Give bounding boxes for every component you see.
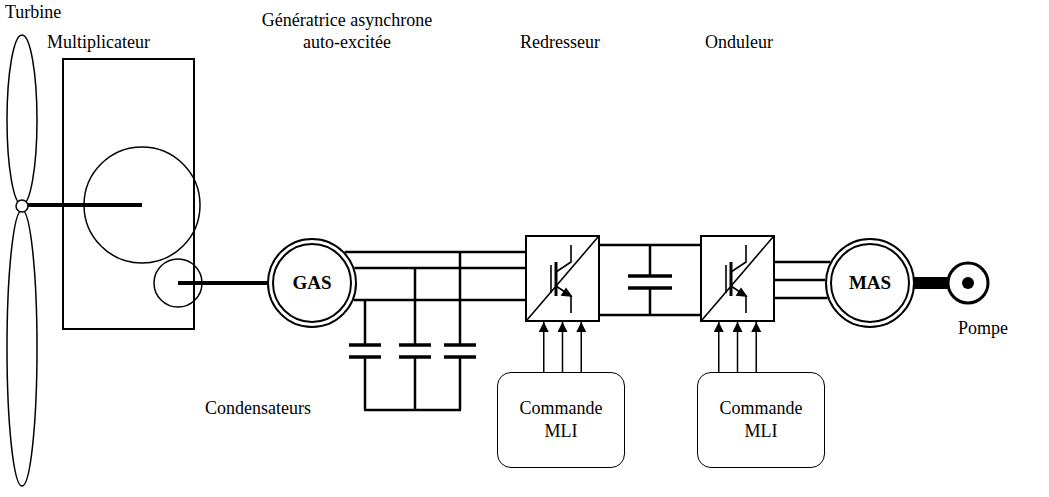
connector-line (756, 322, 758, 372)
capacitor-bank (349, 252, 476, 410)
connector-line (737, 322, 739, 372)
capacitor-plate (349, 343, 381, 347)
block-label: GAS (292, 272, 331, 295)
wire (459, 252, 462, 345)
gear-wheel (84, 147, 200, 263)
wire (459, 357, 462, 410)
part-label: Turbine (5, 2, 61, 24)
block-heading: Redresseur (520, 32, 600, 54)
connector-line (354, 267, 525, 270)
wire (649, 288, 652, 315)
wire (649, 245, 652, 276)
turbine-shaft (22, 203, 142, 207)
wire (364, 357, 367, 410)
turbine-blade (7, 210, 37, 486)
connector-line (543, 322, 545, 372)
gearbox-box: Multiplicateur (62, 58, 195, 330)
wire (364, 300, 367, 345)
block-label: MAS (849, 272, 891, 295)
turbine-hub (16, 200, 28, 212)
capacitor-plate (628, 274, 672, 278)
connector-line (600, 244, 700, 247)
wire (364, 409, 461, 412)
control-signal (544, 322, 582, 372)
block-label: Commande MLI (720, 397, 803, 444)
connector-line (195, 281, 267, 285)
generator-circle: Génératrice asynchrone auto-excitéeGAS (267, 238, 357, 328)
power-line (600, 245, 700, 315)
pump-shaft (914, 277, 948, 289)
inverter-box: Onduleur (700, 235, 775, 322)
motor-circle: MAS (825, 238, 915, 328)
pump-hub (962, 277, 974, 289)
connector-line (345, 251, 525, 254)
turbine-blade (7, 35, 37, 205)
pump-body (948, 263, 988, 303)
connector-line (718, 322, 720, 372)
wire (414, 357, 417, 410)
connector-line (354, 299, 525, 302)
dc-capacitor (628, 245, 672, 315)
rectifier-box: Redresseur (525, 235, 600, 322)
control-signal (719, 322, 757, 372)
connector-line (581, 322, 583, 372)
power-line (195, 283, 267, 284)
wire (414, 268, 417, 345)
igbt-symbol (702, 237, 773, 320)
block-heading: Onduleur (705, 32, 773, 54)
control-box: Commande MLI (697, 372, 825, 468)
part-label: Pompe (958, 318, 1008, 340)
control-box: Commande MLI (497, 372, 625, 468)
connector-line (600, 314, 700, 317)
igbt-symbol (527, 237, 598, 320)
power-line (775, 262, 830, 298)
part-label: Condensateurs (205, 398, 311, 420)
block-heading: Génératrice asynchrone auto-excitée (247, 10, 447, 53)
block-label: Commande MLI (520, 397, 603, 444)
capacitor-plate (399, 343, 431, 347)
connector-line (775, 297, 828, 300)
connector-line (775, 261, 830, 264)
connector-line (775, 279, 825, 282)
block-heading: Multiplicateur (47, 32, 150, 54)
capacitor-plate (444, 343, 476, 347)
power-line (345, 252, 525, 300)
connector-line (562, 322, 564, 372)
